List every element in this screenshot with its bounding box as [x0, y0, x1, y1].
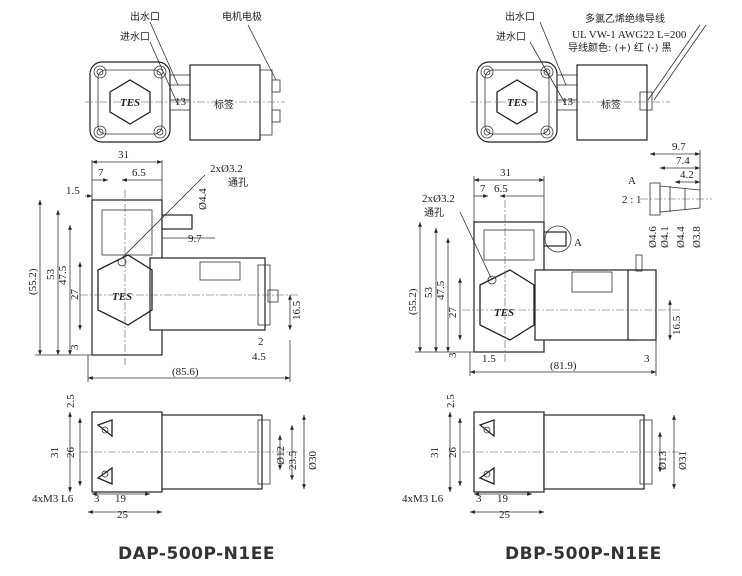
- dbp-front-view: TES 31 7 6.5 2xØ3.2 通孔 A (55.2) 53 47.5 …: [407, 167, 683, 376]
- dap-model-name: DAP-500P-N1EE: [118, 544, 275, 564]
- dbp-label-text: 标签: [601, 98, 621, 111]
- dbp-detail-4-6: Ø4.6: [647, 226, 659, 248]
- dap-dim-16-5: 16.5: [291, 300, 303, 320]
- dbp-bottom-view: 2.5 31 26 Ø13 Ø31 4xM3 L6 3 19 25: [402, 394, 689, 521]
- dbp-detail-4-2: 4.2: [680, 169, 694, 181]
- dap-dim-1-5: 1.5: [66, 185, 80, 197]
- dap-bottom-dim-3: 3: [94, 493, 100, 505]
- dbp-dim-6-5: 6.5: [494, 183, 508, 195]
- dap-front-view: TES 31 7 6.5 1.5 2xØ3.2 通孔 Ø4.4 9.7 (55.…: [27, 149, 303, 382]
- dbp-hole-note: 通孔: [424, 207, 444, 219]
- dbp-bottom-dim-25: 25: [499, 509, 511, 521]
- dap-dim-3: 3: [69, 344, 81, 350]
- dap-dim-53: 53: [45, 269, 57, 281]
- dbp-dim-3b: 3: [644, 353, 650, 365]
- dap-dim-9-7: 9.7: [188, 233, 202, 245]
- dbp-detail-a: A 2 : 1 9.7 7.4 4.2 Ø4.6 Ø4.1 Ø4.4 Ø3.8: [622, 141, 712, 248]
- dbp-dim-53: 53: [423, 287, 435, 299]
- dbp-inlet-label: 进水口: [496, 31, 526, 43]
- dap-dim-4-5: 4.5: [252, 351, 266, 363]
- dbp-bottom-dim-19: 19: [497, 493, 509, 505]
- dap-top-view: TES 标签 13 出水口 进水口 电机电极: [85, 10, 285, 143]
- svg-text:TES: TES: [112, 291, 132, 303]
- dbp-bottom-dim-13: Ø13: [657, 451, 669, 470]
- dap-dim-55-2: (55.2): [27, 268, 39, 295]
- dap-hole-dim: 2xØ3.2: [210, 163, 243, 175]
- svg-text:TES: TES: [507, 97, 527, 109]
- dbp-dim-1-5: 1.5: [482, 353, 496, 365]
- dap-bottom-view: 2.5 31 26 Ø12 23.5 Ø30 4xM3 L6 3 19 25: [32, 394, 319, 521]
- dap-thread-note: 4xM3 L6: [32, 493, 74, 505]
- dbp-thread-note: 4xM3 L6: [402, 493, 444, 505]
- dap-bottom-dim-12: Ø12: [275, 446, 287, 465]
- dbp-detail-7-4: 7.4: [676, 155, 690, 167]
- dbp-bottom-dim-2-5: 2.5: [445, 394, 457, 408]
- dbp-detail-4-1: Ø4.1: [659, 226, 671, 248]
- dap-dim-85-6: (85.6): [172, 366, 199, 378]
- dbp-outlet-label: 出水口: [505, 10, 535, 23]
- dbp-dim-31: 31: [500, 167, 511, 179]
- dap-bottom-dim-19: 19: [115, 493, 127, 505]
- dbp-dim-16-5: 16.5: [671, 315, 683, 335]
- dbp-bottom-dim-31: 31: [429, 447, 441, 458]
- dap-dim-2: 2: [258, 336, 264, 348]
- dbp-dim-27: 27: [447, 307, 459, 319]
- dbp-dim-47-5: 47.5: [435, 280, 447, 300]
- dap-dim-7: 7: [98, 167, 104, 179]
- dbp-wire-spec: UL VW-1 AWG22 L=200: [572, 29, 687, 41]
- dap-dim-6-5: 6.5: [132, 167, 146, 179]
- dbp-hole-dim: 2xØ3.2: [422, 193, 455, 205]
- dbp-model-name: DBP-500P-N1EE: [505, 544, 662, 564]
- svg-text:TES: TES: [494, 307, 514, 319]
- dbp-detail-label: A: [628, 175, 636, 187]
- svg-text:TES: TES: [120, 97, 140, 109]
- dap-bottom-dim-31: 31: [49, 447, 61, 458]
- dap-bottom-dim-25: 25: [117, 509, 129, 521]
- dbp-detail-9-7: 9.7: [672, 141, 686, 153]
- dbp-dim-55-2: (55.2): [407, 288, 419, 315]
- dbp-detail-a-callout: A: [574, 237, 582, 249]
- dap-hole-note: 通孔: [228, 177, 248, 189]
- dbp-detail-3-8: Ø3.8: [691, 226, 703, 248]
- dap-bottom-dim-23-5: 23.5: [287, 450, 299, 470]
- dbp-bottom-dim-26: 26: [447, 447, 459, 459]
- dap-dim-31: 31: [118, 149, 129, 161]
- dbp-dim-3: 3: [447, 352, 459, 358]
- dbp-dim-7: 7: [480, 183, 486, 195]
- dbp-detail-4-4: Ø4.4: [675, 226, 687, 248]
- dap-dim-47-5: 47.5: [57, 265, 69, 285]
- dbp-detail-scale: 2 : 1: [622, 194, 642, 206]
- dbp-bottom-dim-31b: Ø31: [677, 451, 689, 470]
- dap-bottom-dim-30: Ø30: [307, 451, 319, 470]
- dap-inlet-label: 进水口: [120, 31, 150, 43]
- dbp-dim-13: 13: [562, 96, 574, 108]
- dbp-bottom-dim-3: 3: [476, 493, 482, 505]
- dbp-top-view: TES 标签 13 出水口 进水口 多氯乙烯绝缘导线 UL VW-1 AWG22…: [470, 10, 707, 143]
- dap-label-text: 标签: [214, 98, 234, 111]
- dap-dim-4-4: Ø4.4: [197, 188, 209, 210]
- dbp-wire-color: 导线颜色: (+) 红 (-) 黑: [568, 41, 672, 54]
- dap-dim-27: 27: [69, 289, 81, 301]
- dap-dim-13: 13: [175, 96, 187, 108]
- dap-outlet-label: 出水口: [130, 10, 160, 23]
- dap-bottom-dim-26: 26: [65, 447, 77, 459]
- dap-terminal-label: 电机电极: [222, 10, 262, 23]
- dbp-dim-81-9: (81.9): [550, 360, 577, 372]
- dap-bottom-dim-2-5: 2.5: [65, 394, 77, 408]
- dbp-wire-title: 多氯乙烯绝缘导线: [585, 12, 665, 25]
